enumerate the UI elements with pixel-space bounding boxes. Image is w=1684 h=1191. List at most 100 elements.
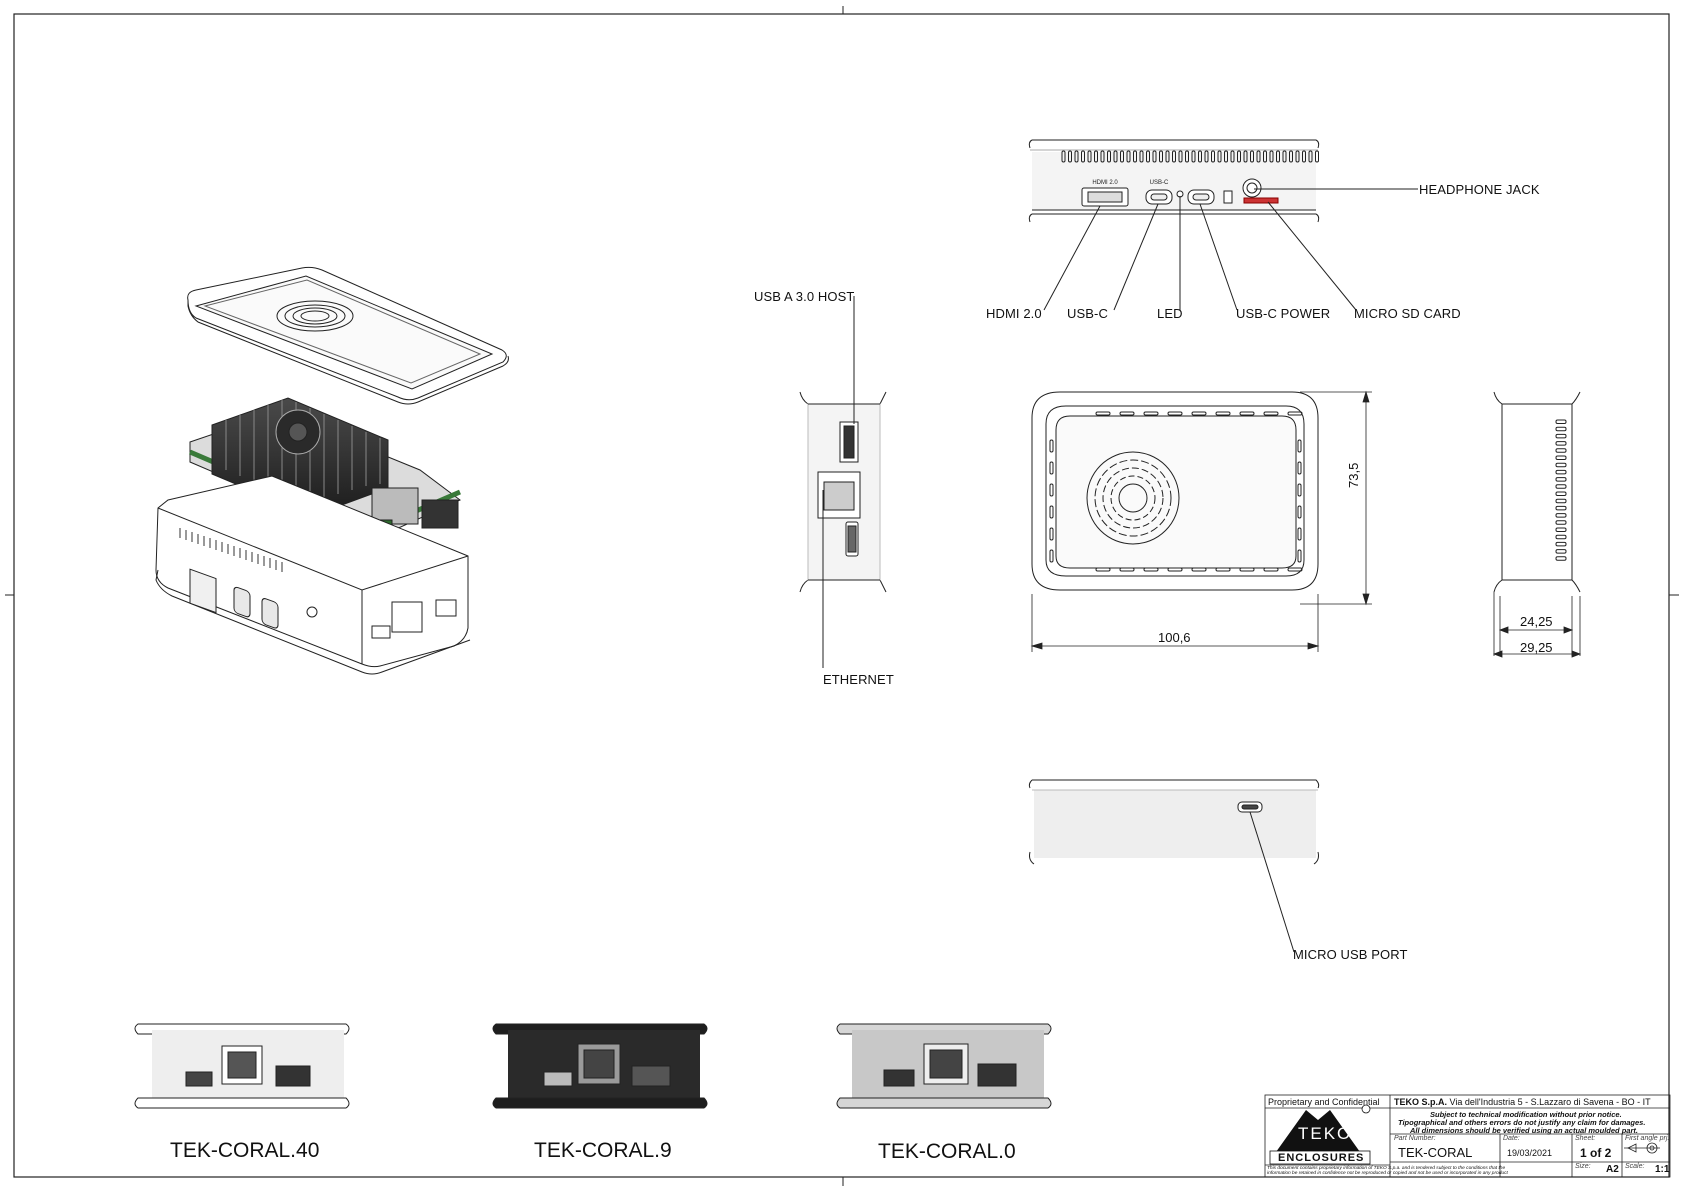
vent-slot [1315, 150, 1319, 163]
vent-slot [1555, 513, 1567, 518]
vent-slot [1133, 150, 1137, 163]
vent-slot [1120, 150, 1124, 163]
vent-slot [1159, 150, 1163, 163]
vent-slot [1297, 505, 1302, 519]
vent-slot [1167, 411, 1183, 416]
logo-text-enclosures: ENCLOSURES [1278, 1152, 1365, 1164]
vent-slot [1297, 439, 1302, 453]
scale-value: 1:1 [1655, 1164, 1670, 1175]
vent-slot [1297, 461, 1302, 475]
callout-hdmi: HDMI 2.0 [986, 306, 1042, 321]
sheet-value: 1 of 2 [1580, 1146, 1612, 1160]
company-address: Via dell'Industria 5 - S.Lazzaro di Save… [1449, 1097, 1651, 1107]
vent-slot [1276, 150, 1280, 163]
vent-slot [1287, 411, 1303, 416]
disclaimer-2: information be retained in confidence no… [1267, 1171, 1508, 1176]
callout-usb-c: USB-C [1067, 306, 1108, 321]
vent-slot [1049, 483, 1054, 497]
vent-slot [1215, 411, 1231, 416]
vent-slot [1139, 150, 1144, 163]
vent-slot [1555, 549, 1567, 554]
vent-slot [1287, 567, 1303, 572]
vent-slot [1555, 462, 1567, 468]
vent-slot [1049, 461, 1054, 475]
vent-slot [1198, 150, 1202, 163]
variant-render-0 [836, 1023, 1052, 1109]
left-side-view [799, 391, 887, 593]
vent-slot [1191, 150, 1196, 163]
vent-slot [1555, 477, 1567, 482]
isometric-exploded-view [155, 266, 509, 675]
vent-slot [1211, 150, 1215, 163]
svg-text:HDMI 2.0: HDMI 2.0 [1092, 180, 1118, 186]
right-side-view [1493, 391, 1581, 593]
vent-slot [1167, 567, 1183, 572]
variant-label-40: TEK-CORAL.40 [170, 1139, 320, 1162]
vent-slot [1555, 541, 1567, 547]
part-number-label: Part Number: [1394, 1135, 1436, 1142]
notice-2: Tipographical and others errors do not j… [1398, 1118, 1646, 1127]
date-label: Date: [1503, 1135, 1520, 1142]
callout-ethernet: ETHERNET [823, 672, 894, 687]
callout-usb-a-host: USB A 3.0 HOST [754, 289, 855, 304]
vent-slot [1289, 150, 1293, 163]
vent-slot [1049, 439, 1054, 453]
callout-headphone-jack: HEADPHONE JACK [1419, 182, 1540, 197]
company-name: TEKO S.p.A. [1394, 1097, 1448, 1107]
vent-slot [1555, 441, 1567, 446]
vent-slot [1555, 556, 1567, 561]
vent-slot [1297, 483, 1302, 497]
lid [187, 266, 509, 405]
vent-slot [1095, 411, 1111, 416]
vent-slot [1256, 150, 1261, 163]
vent-slot [1087, 150, 1092, 163]
vent-slot [1263, 411, 1279, 416]
vent-slot [1250, 150, 1254, 163]
dimension-height: 73,5 [1346, 462, 1361, 488]
vent-slot [1555, 448, 1567, 453]
vent-slot [1263, 567, 1279, 572]
vent-slot [1204, 150, 1209, 163]
rear-view-leader [1249, 811, 1295, 953]
sheet-label: Sheet: [1575, 1135, 1596, 1142]
front-view: HDMI 2.0 USB-C [1028, 139, 1320, 223]
vent-slot [1119, 411, 1135, 416]
notice-3: All dimensions should be verified using … [1410, 1126, 1638, 1135]
dimension-width: 100,6 [1158, 630, 1191, 645]
svg-text:USB-C: USB-C [1150, 180, 1169, 186]
vent-slot [1297, 549, 1302, 563]
front-view-leaders [1043, 188, 1418, 311]
callout-usb-c-power: USB-C POWER [1236, 306, 1331, 321]
left-view-leaders [822, 296, 855, 668]
vent-slot [1263, 150, 1267, 163]
vent-slot [1094, 150, 1098, 163]
vent-slot [1185, 150, 1189, 163]
part-number-value: TEK-CORAL [1398, 1145, 1473, 1160]
dimension-depth-outer: 29,25 [1520, 640, 1553, 655]
vent-slot [1308, 150, 1313, 163]
vent-slot [1049, 527, 1054, 541]
vent-slot [1049, 505, 1054, 519]
vent-slot [1143, 411, 1159, 416]
size-label: Size: [1575, 1163, 1591, 1170]
company-line: TEKO S.p.A. Via dell'Industria 5 - S.Laz… [1394, 1097, 1651, 1107]
base-enclosure [155, 475, 471, 675]
vent-slot [1555, 520, 1567, 525]
variant-render-9 [492, 1023, 708, 1109]
vent-slot [1224, 150, 1228, 163]
vent-slot [1074, 150, 1079, 163]
vent-slot [1555, 419, 1567, 424]
vent-slot [1126, 150, 1131, 163]
vent-slot [1215, 567, 1231, 572]
vent-slot [1243, 150, 1248, 163]
disclaimer-1: This document contains proprietary infor… [1267, 1166, 1506, 1171]
vent-slot [1239, 411, 1255, 416]
vent-slot [1239, 567, 1255, 572]
vent-slot [1146, 150, 1150, 163]
vent-slot [1230, 150, 1235, 163]
vent-slot [1165, 150, 1170, 163]
variant-label-0: TEK-CORAL.0 [878, 1140, 1016, 1163]
vent-slot [1191, 411, 1207, 416]
variant-label-9: TEK-CORAL.9 [534, 1139, 672, 1162]
